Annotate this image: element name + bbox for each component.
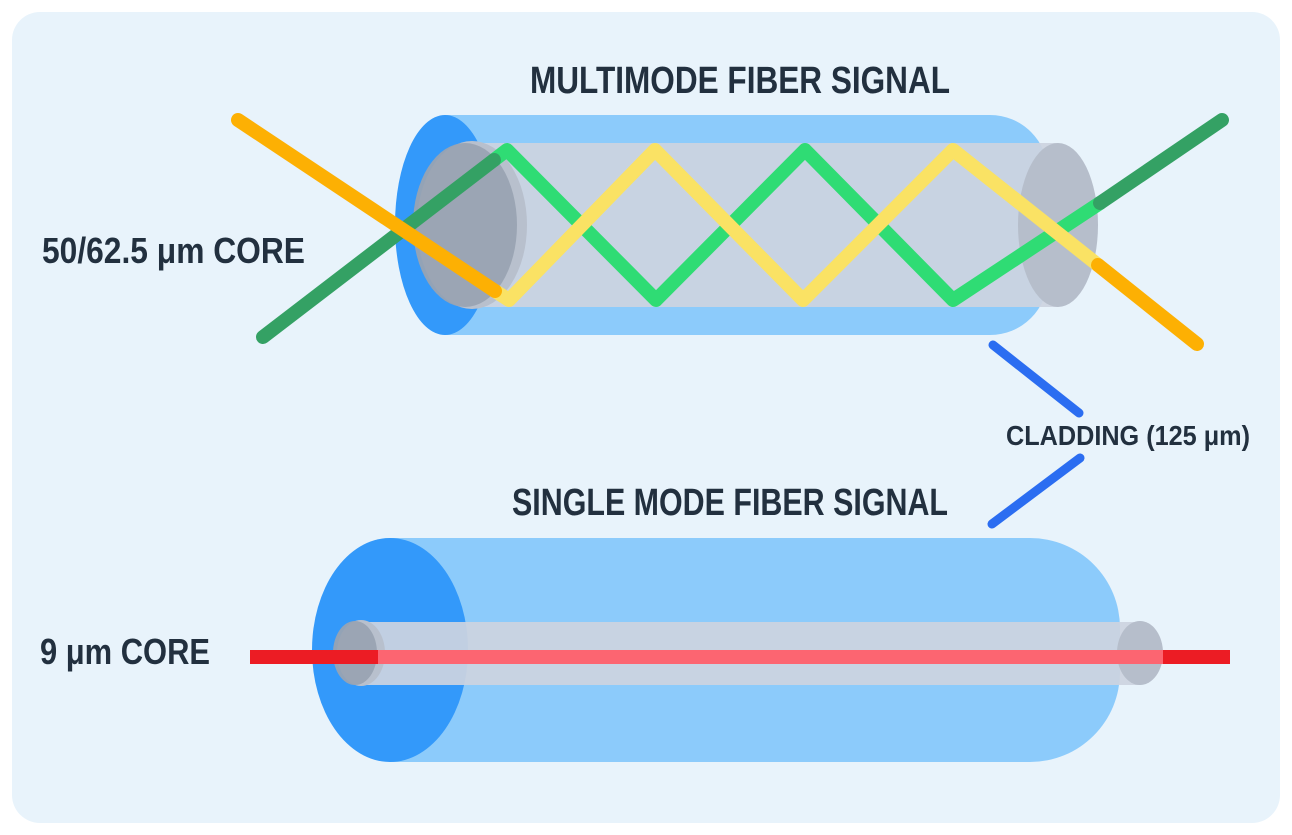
orange-ray-entry: [231, 113, 502, 298]
cladding-callout: CLADDING (125 μm): [987, 340, 1250, 529]
multimode-core-label: 50/62.5 μm CORE: [42, 230, 305, 271]
green-ray-entry: [256, 153, 501, 344]
multimode-core: [464, 143, 1058, 307]
cladding-pointer-line-upper: [988, 340, 1084, 418]
orange-ray-exit: [1091, 258, 1204, 351]
cladding-pointer-line-lower: [987, 453, 1085, 529]
yellow-ray-inside: [488, 143, 1105, 307]
multimode-title: MULTIMODE FIBER SIGNAL: [530, 60, 950, 102]
multimode-fiber: [231, 113, 1229, 351]
cladding-label: CLADDING (125 μm): [1006, 420, 1250, 451]
singlemode-fiber: [250, 538, 1230, 762]
singlemode-core-label: 9 μm CORE: [40, 631, 210, 672]
singlemode-title: SINGLE MODE FIBER SIGNAL: [512, 482, 948, 524]
green-ray-exit: [1093, 113, 1229, 210]
multimode-core-face: [413, 143, 517, 307]
